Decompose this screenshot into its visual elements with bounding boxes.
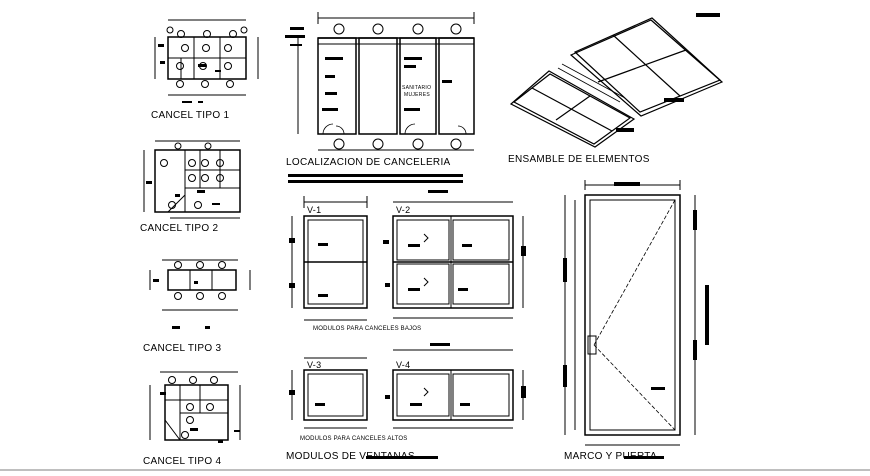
ensamble-isometric <box>509 13 724 148</box>
note-canceles-altos: MODULOS PARA CANCELES ALTOS <box>300 436 408 442</box>
tag-v2: V-2 <box>396 205 411 215</box>
cancel-1-markers <box>166 26 248 88</box>
modulos-ventanas-title: MODULOS DE VENTANAS <box>286 451 415 462</box>
localizacion-title: LOCALIZACION DE CANCELERIA <box>286 157 451 168</box>
cancel-tipo-2-plan <box>143 140 241 219</box>
cancel-4-markers <box>168 376 218 439</box>
marco-puerta-title: MARCO Y PUERTA <box>564 451 657 462</box>
cancel-tipo-3-plan <box>149 259 251 329</box>
modulo-v4 <box>385 343 526 429</box>
tag-v1: V-1 <box>307 205 322 215</box>
cancel-tipo-1-title: CANCEL TIPO 1 <box>151 110 230 121</box>
localizacion-axis-markers <box>333 23 462 150</box>
modulo-v2 <box>383 190 526 319</box>
cancel-tipo-2-title: CANCEL TIPO 2 <box>140 223 219 234</box>
marco-y-puerta <box>563 180 709 446</box>
modulo-v1 <box>289 196 368 321</box>
ensamble-title: ENSAMBLE DE ELEMENTOS <box>508 154 650 165</box>
cancel-tipo-1-plan <box>154 19 259 103</box>
cancel-tipo-4-plan <box>149 371 241 443</box>
modulo-v3 <box>289 357 368 429</box>
tag-v3: V-3 <box>307 360 322 370</box>
tag-v4: V-4 <box>396 360 411 370</box>
title-underlines <box>288 174 664 459</box>
note-mujeres: MUJERES <box>404 92 430 98</box>
cancel-3-markers <box>174 261 226 300</box>
note-sanitario: SANITARIO <box>402 85 432 91</box>
cancel-2-markers <box>160 142 224 209</box>
cancel-tipo-4-title: CANCEL TIPO 4 <box>143 456 222 467</box>
cancel-tipo-3-title: CANCEL TIPO 3 <box>143 343 222 354</box>
localizacion-plan <box>285 12 475 151</box>
note-canceles-bajos: MODULOS PARA CANCELES BAJOS <box>313 326 422 332</box>
